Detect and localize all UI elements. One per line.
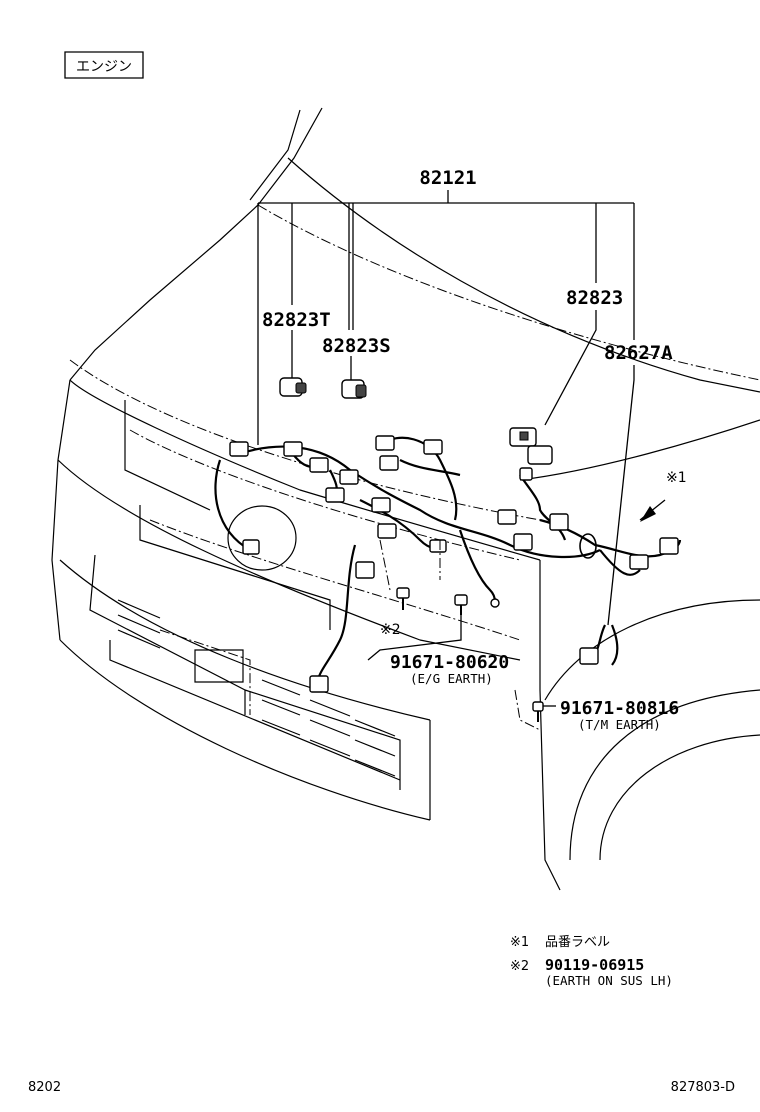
callout-labels: 82121 82823T 82823S 82823 82627A ※1 ※2 9…: [262, 167, 687, 732]
label-82823S: 82823S: [322, 335, 391, 357]
label-82627A: 82627A: [604, 342, 673, 364]
connector: [498, 510, 516, 524]
connector: [243, 540, 259, 554]
connector: [430, 540, 446, 552]
bumper-top: [58, 460, 520, 660]
vehicle-body: [52, 108, 760, 890]
connector: [310, 458, 328, 472]
fender-top: [520, 420, 760, 480]
connector: [356, 562, 374, 578]
note-1-text: 品番ラベル: [545, 935, 610, 950]
body-left-side: [52, 380, 70, 640]
wiring-harness: [215, 438, 680, 680]
grille-bottom: [110, 640, 400, 780]
connector: [660, 538, 678, 554]
view-tag-box: [65, 52, 143, 78]
connector: [378, 524, 396, 538]
hood-curve: [288, 158, 760, 392]
windshield-edge-inner: [250, 110, 300, 200]
grille-lower: [90, 555, 245, 715]
loose-parts: [280, 378, 552, 464]
footer: 8202 827803-D: [28, 1080, 735, 1095]
leader-dash-mark2: [380, 540, 390, 590]
leader-eg: [368, 615, 461, 660]
connector: [630, 555, 648, 569]
connector: [376, 436, 394, 450]
harness-earth-eg: [460, 530, 495, 602]
note-1-mark: ※1: [510, 935, 529, 950]
hidden-line-radiator: [130, 430, 520, 560]
label-82121: 82121: [419, 167, 476, 189]
label-bolt-eg: 91671-80620: [390, 652, 509, 673]
connector: [514, 534, 532, 550]
harness-upper: [235, 447, 600, 557]
hidden-line-hood: [258, 205, 760, 380]
leader-82627A: [608, 365, 634, 625]
bolt-eg: [455, 595, 467, 615]
harness-tm-end: [612, 625, 617, 665]
tire-line: [600, 735, 760, 860]
connector: [580, 648, 598, 664]
part-82823: [510, 428, 552, 464]
bolt-tm: [533, 702, 543, 722]
harness-branch-d: [400, 460, 460, 475]
radiator-cap-circle: [228, 506, 296, 570]
leader-82823: [545, 310, 596, 425]
harness-drop: [318, 545, 355, 680]
connector: [550, 514, 568, 530]
earth-terminal: [491, 599, 499, 607]
label-mark1: ※1: [666, 470, 687, 486]
connector: [340, 470, 358, 484]
harness-main: [215, 460, 250, 550]
harness-right-loop: [600, 550, 640, 575]
connectors: [230, 436, 678, 692]
fender-line: [540, 560, 560, 890]
connector: [230, 442, 248, 456]
hidden-line-tm: [515, 690, 540, 730]
bumper-face: [60, 560, 430, 720]
connector: [284, 442, 302, 456]
hood-front: [70, 380, 540, 560]
hidden-line-bumper-box: [160, 630, 250, 715]
grille-lower-right: [245, 690, 400, 790]
label-bolt-tm: 91671-80816: [560, 698, 679, 719]
label-mark2: ※2: [380, 622, 401, 638]
earth-bolts: [397, 588, 543, 722]
connector: [424, 440, 442, 454]
grommet: [580, 534, 596, 558]
label-82823: 82823: [566, 287, 623, 309]
notes: ※1 品番ラベル ※2 90119-06915 (EARTH ON SUS LH…: [510, 935, 673, 988]
wheel-arch-outer: [545, 600, 760, 700]
connector: [520, 468, 532, 480]
hidden-line-radiator-low: [150, 520, 520, 640]
note-2-text: 90119-06915: [545, 956, 644, 974]
footer-left: 8202: [28, 1080, 61, 1095]
leader-lines: [258, 190, 665, 706]
grille-slats: [118, 600, 395, 776]
headlamp-left: [125, 400, 210, 510]
harness-branch-c: [380, 438, 456, 520]
wheel-arch-inner: [570, 690, 760, 860]
windshield-edge: [70, 108, 322, 380]
grille-upper-left: [140, 505, 330, 630]
arrow-mark1: [640, 506, 656, 522]
label-bolt-tm-desc: (T/M EARTH): [578, 717, 661, 732]
connector: [372, 498, 390, 512]
connector: [380, 456, 398, 470]
label-bolt-eg-desc: (E/G EARTH): [410, 671, 493, 686]
part-82823T: [280, 378, 306, 396]
hidden-line-front: [70, 360, 540, 520]
view-tag-text: エンジン: [76, 59, 132, 75]
connector: [310, 676, 328, 692]
bolt-mark2: [397, 588, 409, 610]
footer-right: 827803-D: [671, 1080, 735, 1095]
note-2-sub: (EARTH ON SUS LH): [545, 973, 673, 988]
view-tag: エンジン: [65, 52, 143, 78]
connector: [326, 488, 344, 502]
bumper-bottom: [60, 640, 430, 820]
part-82823S: [342, 380, 366, 398]
note-2-mark: ※2: [510, 959, 529, 974]
label-82823T: 82823T: [262, 309, 331, 331]
